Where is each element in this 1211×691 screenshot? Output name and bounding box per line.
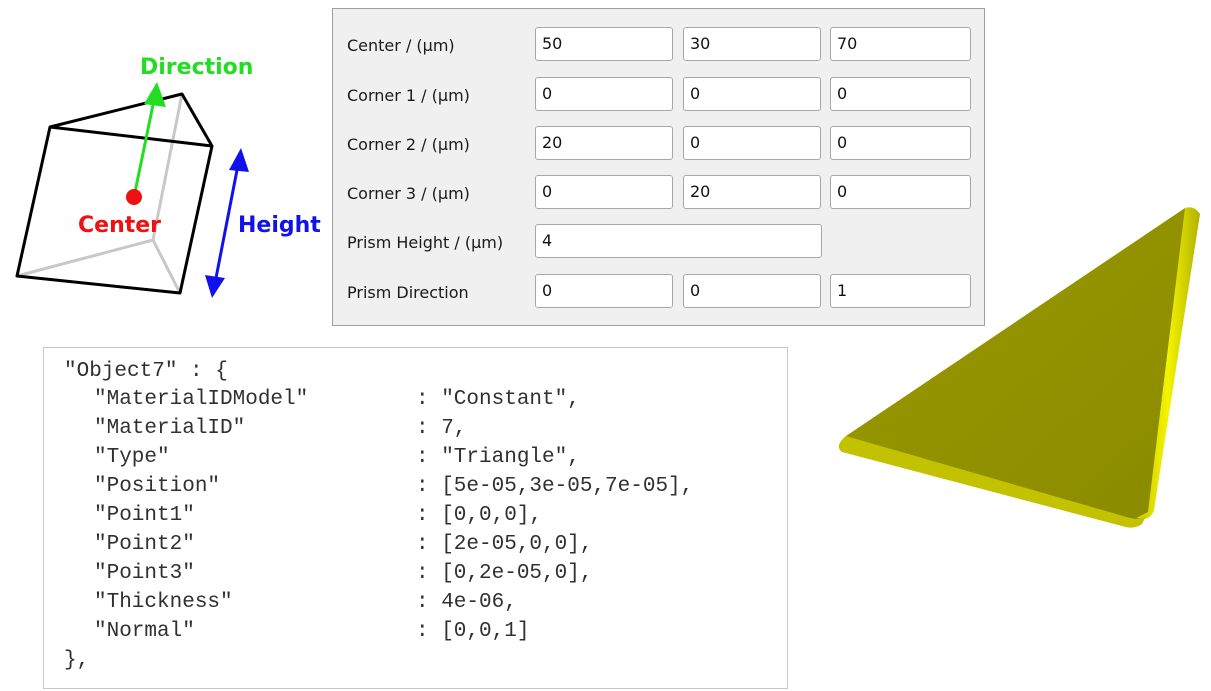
- center-label: Center: [78, 213, 161, 238]
- corner2-y-input[interactable]: 0: [683, 126, 821, 160]
- center-point: [126, 189, 142, 205]
- center-x-input[interactable]: 50: [535, 27, 673, 61]
- code-value: : 4e-06,: [416, 591, 517, 614]
- prism-height-label: Prism Height / (µm): [347, 233, 504, 252]
- code-value: : [5e-05,3e-05,7e-05],: [416, 475, 694, 498]
- corner1-z-input[interactable]: 0: [830, 77, 971, 111]
- code-value: : [0,0,1]: [416, 620, 530, 643]
- front-edges: [15, 126, 214, 295]
- prism-direction-label: Prism Direction: [347, 283, 469, 302]
- code-key: "MaterialIDModel": [94, 388, 309, 411]
- corner1-x-input[interactable]: 0: [535, 77, 673, 111]
- height-arrow-head-top: [229, 148, 249, 172]
- corner3-y-input[interactable]: 20: [683, 175, 821, 209]
- corner3-x-input[interactable]: 0: [535, 175, 673, 209]
- prism-diagram: Direction Center Height: [15, 55, 321, 298]
- code-value: : [2e-05,0,0],: [416, 533, 593, 556]
- corner2-x-input[interactable]: 20: [535, 126, 673, 160]
- top-face: [48, 92, 214, 148]
- corner2-z-input[interactable]: 0: [830, 126, 971, 160]
- code-key: "MaterialID": [94, 417, 246, 440]
- corner3-label: Corner 3 / (µm): [347, 184, 470, 203]
- code-close-line: },: [64, 649, 90, 672]
- direction-z-input[interactable]: 1: [830, 274, 971, 308]
- height-label: Height: [238, 213, 321, 238]
- code-key: "Point2": [94, 533, 195, 556]
- center-y-input[interactable]: 30: [683, 27, 821, 61]
- code-value: : "Constant",: [416, 388, 580, 411]
- form-row-center: Center / (µm) 50 30 70: [333, 27, 984, 63]
- hidden-edge: [151, 93, 184, 241]
- height-arrow-line: [214, 164, 240, 279]
- center-z-input[interactable]: 70: [830, 27, 971, 61]
- code-key: "Type": [94, 446, 170, 469]
- code-key: "Normal": [94, 620, 195, 643]
- code-value: : [0,0,0],: [416, 504, 543, 527]
- code-open-line: "Object7" : {: [64, 360, 228, 383]
- code-key: "Point3": [94, 562, 195, 585]
- json-code-panel: "Object7" : { "MaterialIDModel" : "Consta…: [43, 347, 788, 689]
- form-row-prism-direction: Prism Direction 0 0 1: [333, 274, 984, 310]
- corner1-label: Corner 1 / (µm): [347, 86, 470, 105]
- code-value: : "Triangle",: [416, 446, 580, 469]
- triangle-prism-render: [838, 207, 1200, 528]
- form-row-corner2: Corner 2 / (µm) 20 0 0: [333, 126, 984, 162]
- form-row-corner1: Corner 1 / (µm) 0 0 0: [333, 77, 984, 113]
- corner1-y-input[interactable]: 0: [683, 77, 821, 111]
- height-arrow-head-bottom: [205, 275, 225, 298]
- direction-label: Direction: [140, 55, 253, 80]
- direction-arrow-head: [144, 82, 166, 107]
- corner2-label: Corner 2 / (µm): [347, 135, 470, 154]
- code-value: : [0,2e-05,0],: [416, 562, 593, 585]
- hidden-edge: [151, 239, 182, 294]
- prism-height-input[interactable]: 4: [535, 224, 822, 258]
- direction-y-input[interactable]: 0: [683, 274, 821, 308]
- code-key: "Position": [94, 475, 221, 498]
- direction-x-input[interactable]: 0: [535, 274, 673, 308]
- form-row-prism-height: Prism Height / (µm) 4: [333, 224, 984, 260]
- corner3-z-input[interactable]: 0: [830, 175, 971, 209]
- prism-side-edge: [1136, 207, 1200, 519]
- prism-top-face: [841, 207, 1194, 520]
- form-row-corner3: Corner 3 / (µm) 0 20 0: [333, 175, 984, 211]
- prism-bottom-edge: [838, 436, 1148, 528]
- prism-parameters-panel: Center / (µm) 50 30 70 Corner 1 / (µm) 0…: [332, 8, 985, 326]
- code-value: : 7,: [416, 417, 467, 440]
- direction-arrow-line: [132, 99, 156, 198]
- code-key: "Point1": [94, 504, 195, 527]
- code-key: "Thickness": [94, 591, 233, 614]
- hidden-edge: [16, 238, 154, 278]
- center-label: Center / (µm): [347, 36, 455, 55]
